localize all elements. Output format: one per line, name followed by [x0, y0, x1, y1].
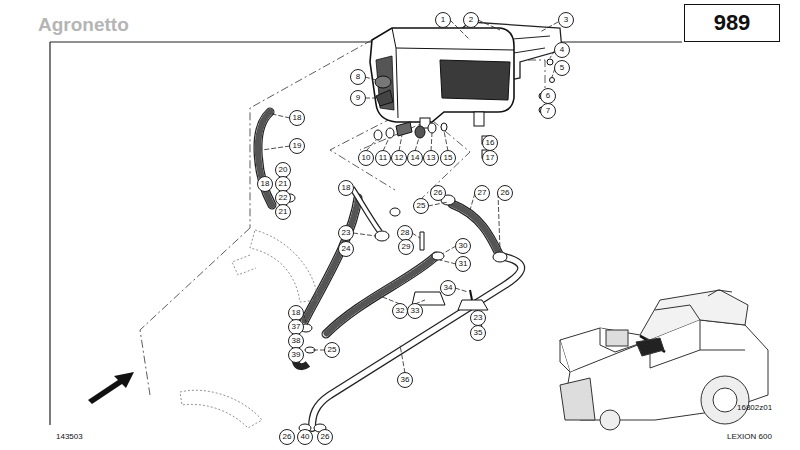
- callout-number: 34: [440, 280, 456, 296]
- callout-number: 18: [289, 110, 305, 126]
- callout-number: 15: [440, 150, 456, 166]
- callout-number: 13: [423, 150, 439, 166]
- callout-number: 18: [338, 180, 354, 196]
- callout-number: 25: [324, 342, 340, 358]
- callout-number: 33: [407, 303, 423, 319]
- callout-number: 29: [398, 239, 414, 255]
- callout-number: 24: [338, 241, 354, 257]
- callout-number: 4: [554, 42, 570, 58]
- page-number: 989: [714, 10, 751, 36]
- callout-number: 32: [392, 303, 408, 319]
- drawing-code: 143503: [56, 432, 83, 441]
- callout-number: 8: [350, 69, 366, 85]
- callout-number: 23: [338, 225, 354, 241]
- callout-number: 17: [482, 150, 498, 166]
- callout-number: 1: [435, 12, 451, 28]
- callout-number: 23: [470, 310, 486, 326]
- callout-number: 9: [350, 90, 366, 106]
- callout-number: 16: [482, 135, 498, 151]
- callout-number: 2: [463, 12, 479, 28]
- callout-number: 35: [470, 325, 486, 341]
- callout-number: 5: [554, 60, 570, 76]
- callout-number: 7: [540, 103, 556, 119]
- callout-number: 39: [288, 347, 304, 363]
- page-number-box: 989: [684, 4, 780, 42]
- drawing-code: LEXION 600: [727, 432, 772, 441]
- callout-number: 26: [430, 185, 446, 201]
- callout-number: 19: [289, 138, 305, 154]
- callout-number: 12: [391, 150, 407, 166]
- callout-number: 3: [558, 12, 574, 28]
- callout-number: 26: [317, 429, 333, 445]
- callout-number: 26: [279, 429, 295, 445]
- callout-number: 18: [257, 176, 273, 192]
- callout-number: 30: [455, 238, 471, 254]
- callout-number: 14: [407, 150, 423, 166]
- callout-number: 26: [497, 185, 513, 201]
- callout-number: 31: [455, 256, 471, 272]
- callout-number: 6: [540, 88, 556, 104]
- callout-number: 10: [358, 150, 374, 166]
- drawing-code: 16802z01: [737, 403, 772, 412]
- callout-number: 21: [275, 204, 291, 220]
- callout-number: 36: [397, 372, 413, 388]
- callout-number: 25: [413, 198, 429, 214]
- callout-number: 40: [297, 429, 313, 445]
- callout-number: 27: [474, 185, 490, 201]
- watermark: Agronetto: [38, 14, 129, 36]
- callout-number: 11: [375, 150, 391, 166]
